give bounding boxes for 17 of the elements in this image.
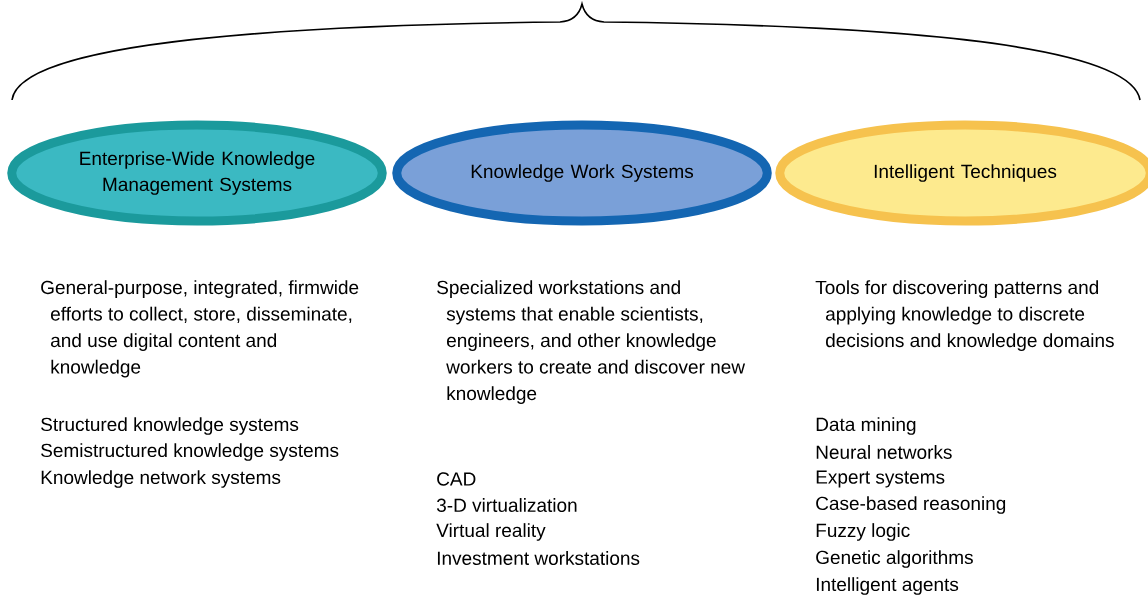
list-item: Knowledge network systems <box>41 470 281 488</box>
list-item: Genetic algorithms <box>816 550 973 568</box>
list-item: Structured knowledge systems <box>41 417 299 435</box>
list-item: 3-D virtualization <box>436 498 577 512</box>
list-item: Expert systems <box>816 470 945 488</box>
description: General-purpose, integrated, firmwide efforts to collect, store, disseminate, and use digital content and knowledge <box>41 280 359 378</box>
list-item: Fuzzy logic <box>816 523 910 541</box>
list-item: Intelligent agents <box>816 577 959 595</box>
description: Specialized workstations and systems that enable scientists, engineers, and other knowledge workers to create and discover new knowledge <box>437 280 746 404</box>
description: Tools for discovering patterns and applying knowledge to discrete decisions and knowledge domains <box>815 280 1114 351</box>
list-item: CAD <box>437 472 476 486</box>
list-item: Investment workstations <box>437 551 640 565</box>
list-item: Semistructured knowledge systems <box>41 443 339 461</box>
list-item: Virtual reality <box>436 523 546 541</box>
list-item: Case-based reasoning <box>816 496 1006 514</box>
list-item: Data mining <box>816 417 916 435</box>
list-item: Neural networks <box>816 445 952 459</box>
